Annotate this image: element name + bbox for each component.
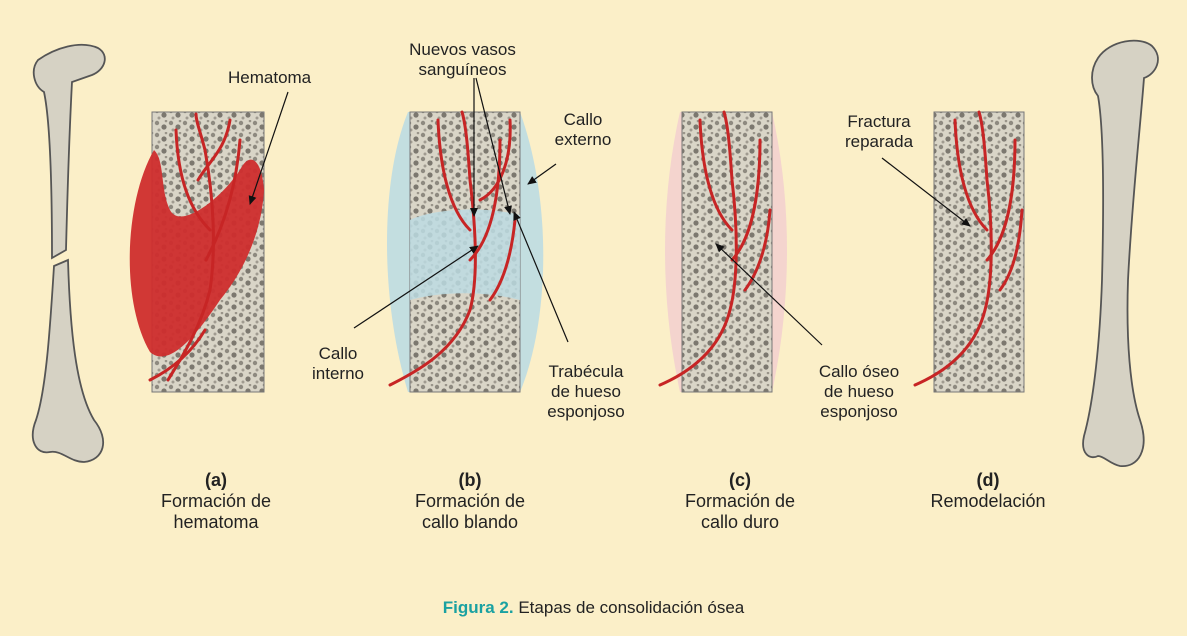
panel-b-title: (b) Formación de callo blando <box>380 470 560 533</box>
figure-number: Figura 2. <box>442 598 514 617</box>
right-femur <box>1082 39 1159 467</box>
panel-b-line1: Formación de <box>414 491 526 511</box>
figure-caption: Figura 2. Etapas de consolidación ósea <box>0 598 1187 618</box>
internal-callus-line2: interno <box>312 364 364 383</box>
panel-c-line1: Formación de <box>684 491 796 511</box>
panel-a-title: (a) Formación de hematoma <box>126 470 306 533</box>
internal-callus-label: Callo interno <box>308 344 368 384</box>
bony-callus-label: Callo óseo de hueso esponjoso <box>804 362 914 422</box>
panel-c-letter: (c) <box>729 470 751 490</box>
bony-callus-line1: Callo óseo <box>818 362 900 381</box>
bony-callus-line3: esponjoso <box>820 402 898 421</box>
panel-a-letter: (a) <box>205 470 227 490</box>
trabecula-line1: Trabécula <box>548 362 624 381</box>
left-femur <box>31 43 106 463</box>
panel-d-line1: Remodelación <box>930 491 1046 511</box>
leader-lines <box>248 77 971 346</box>
panel-d-letter: (d) <box>976 470 1000 490</box>
panel-c-line2: callo duro <box>700 512 780 532</box>
panel-c-title: (c) Formación de callo duro <box>650 470 830 533</box>
panel-b-line2: callo blando <box>421 512 519 532</box>
new-vessels-line2: sanguíneos <box>418 60 507 79</box>
panel-a-section <box>129 111 265 393</box>
repaired-line1: Fractura <box>847 112 911 131</box>
external-callus-line1: Callo <box>563 110 603 129</box>
external-callus-line2: externo <box>554 130 612 149</box>
panel-d-title: (d) Remodelación <box>898 470 1078 512</box>
external-callus-label: Callo externo <box>548 110 618 150</box>
figure-caption-text: Etapas de consolidación ósea <box>513 598 745 617</box>
panel-a-line1: Formación de <box>160 491 272 511</box>
new-vessels-line1: Nuevos vasos <box>409 40 516 59</box>
new-vessels-label: Nuevos vasos sanguíneos <box>400 40 525 80</box>
panel-c-section <box>658 110 787 393</box>
trabecula-line2: de hueso <box>551 382 621 401</box>
panel-b-section <box>387 110 544 393</box>
internal-callus-line1: Callo <box>318 344 358 363</box>
repaired-line2: reparada <box>844 132 914 151</box>
repaired-fracture-label: Fractura reparada <box>834 112 924 152</box>
trabecula-line3: esponjoso <box>547 402 625 421</box>
panel-b-letter: (b) <box>458 470 482 490</box>
bony-callus-line2: de hueso <box>824 382 894 401</box>
hematoma-label: Hematoma <box>228 68 312 87</box>
panel-a-line2: hematoma <box>173 512 259 532</box>
trabecula-label: Trabécula de hueso esponjoso <box>536 362 636 422</box>
panel-d-section <box>913 110 1025 393</box>
